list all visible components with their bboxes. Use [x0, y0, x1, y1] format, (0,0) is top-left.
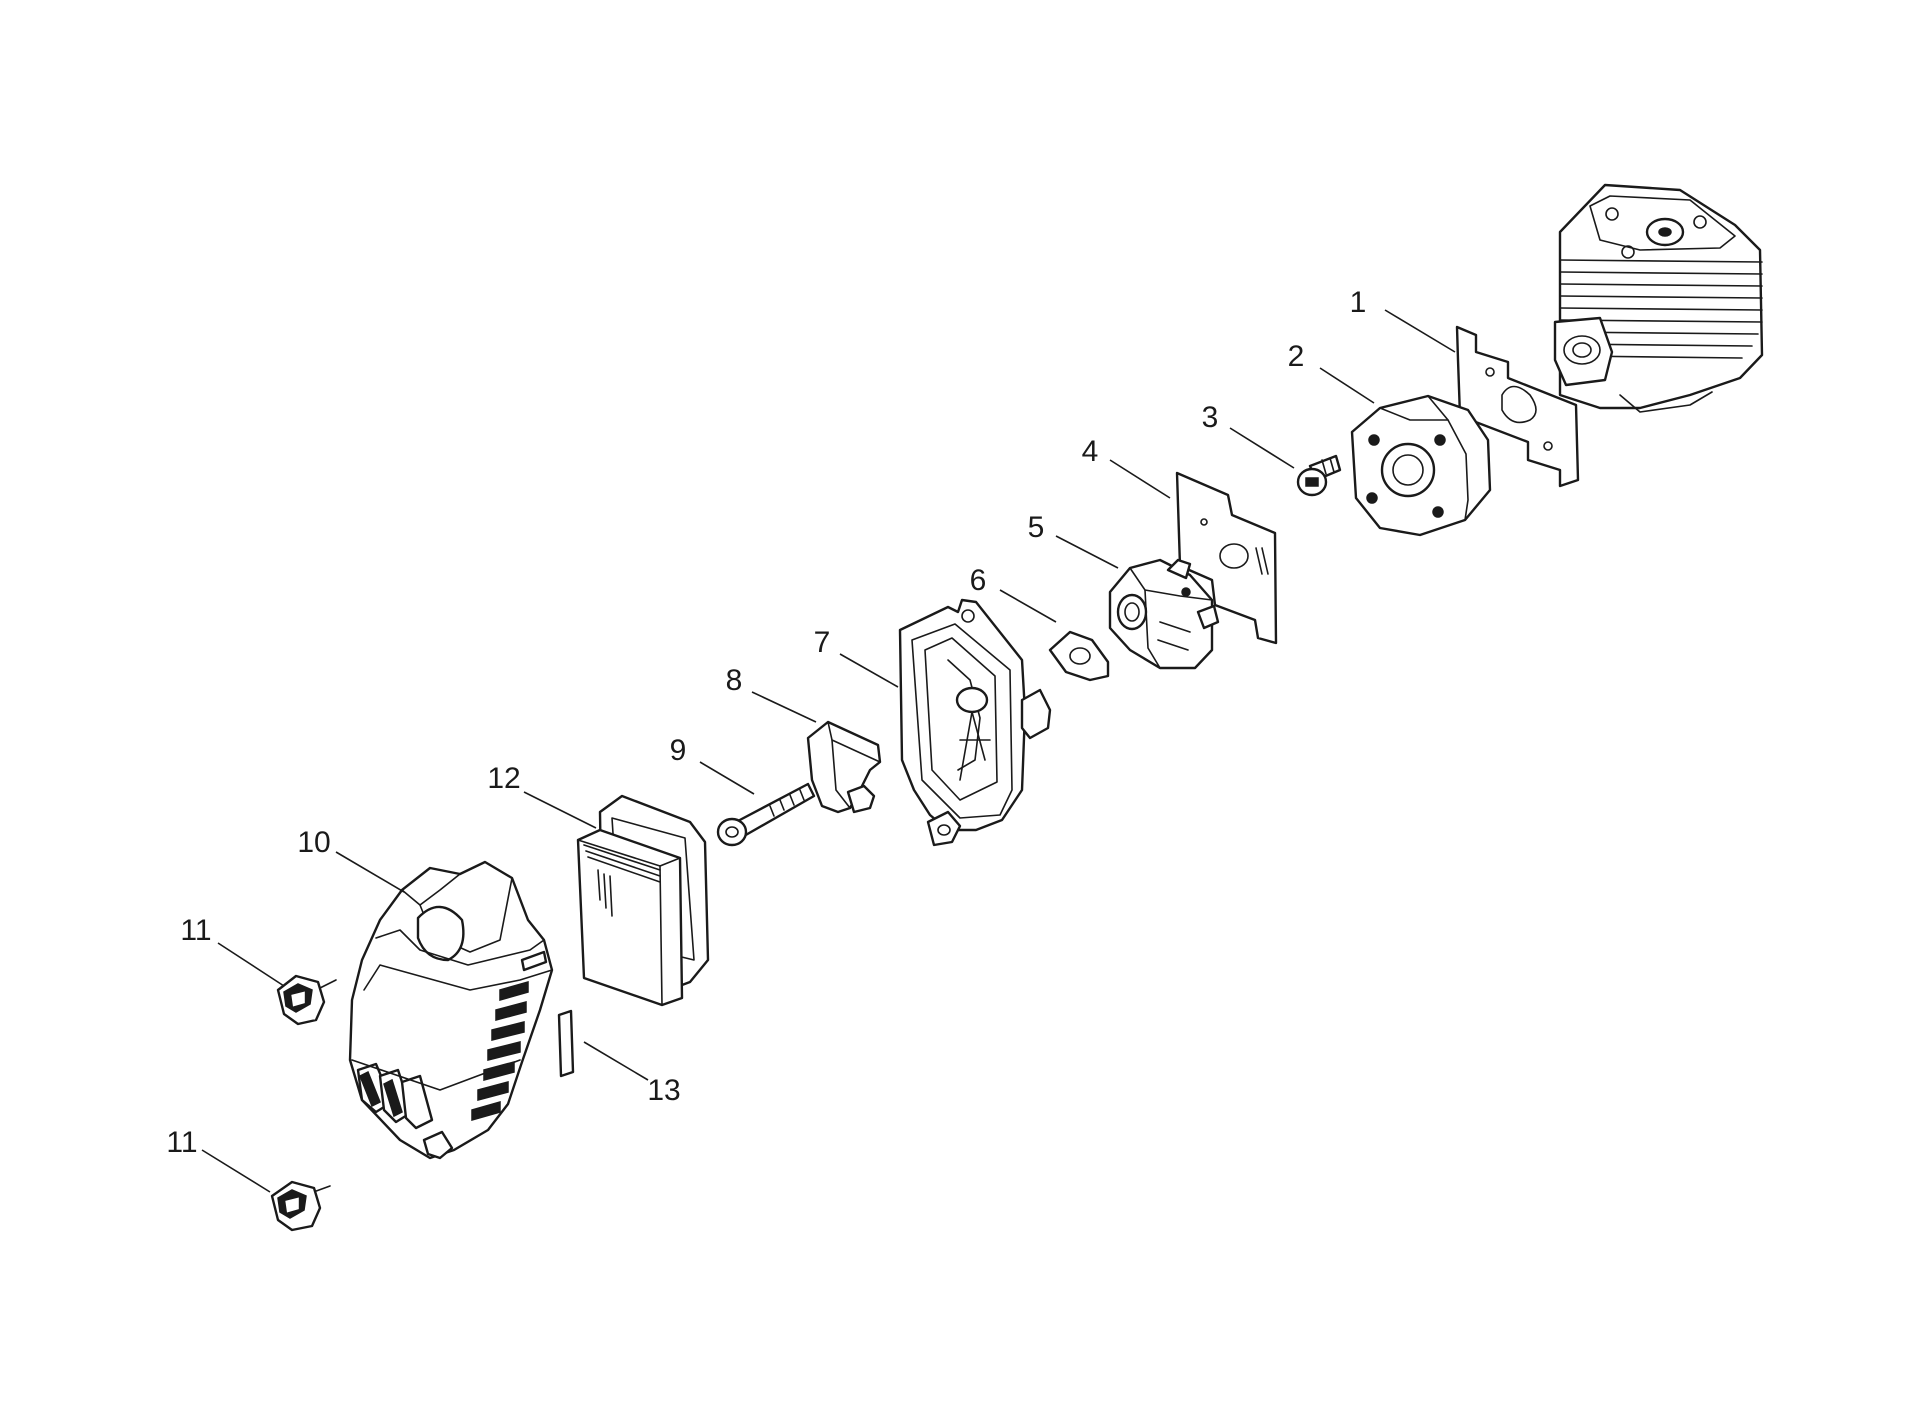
- leader-3: [1229, 427, 1295, 469]
- leader-6: [999, 589, 1057, 623]
- carburetor-part: [1108, 558, 1220, 670]
- callout-3: 3: [1202, 401, 1219, 434]
- leader-4: [1055, 535, 1119, 569]
- callout-2: 1: [1350, 286, 1367, 319]
- callout-1: 2: [1288, 340, 1305, 373]
- intake-manifold-part: [1350, 394, 1492, 537]
- leader-5: [1109, 459, 1171, 499]
- knob-part-upper: [276, 974, 337, 1026]
- callout-4: 5: [1028, 511, 1045, 544]
- knob-part-lower: [270, 1180, 331, 1232]
- callout-11-lower: 11: [166, 1126, 197, 1159]
- leader-1: [1319, 367, 1375, 404]
- leader-10: [335, 851, 405, 893]
- callout-9: 9: [670, 734, 687, 767]
- callout-12: 12: [487, 762, 520, 795]
- carburetor-plate-part: [1175, 471, 1278, 645]
- leader-11b: [201, 1149, 271, 1193]
- callout-5: 4: [1082, 435, 1099, 468]
- callout-13: 13: [647, 1074, 680, 1107]
- cylinder-part: [1553, 183, 1764, 413]
- callout-7: 7: [814, 626, 831, 659]
- leader-lines: [201, 309, 1456, 1193]
- leader-12: [523, 791, 597, 829]
- callout-6: 6: [970, 564, 987, 597]
- leader-9: [699, 761, 755, 795]
- air-filter-part: [576, 794, 710, 1007]
- filter-base-part: [898, 598, 1052, 847]
- leader-13: [583, 1041, 649, 1081]
- callout-11-upper: 11: [180, 914, 211, 947]
- callout-labels: 1 2 3 4 5 6 7 8 9 12 10 11 11 13: [166, 286, 1366, 1159]
- leader-8: [751, 691, 817, 723]
- filter-cover-part: [348, 860, 554, 1160]
- bolt-part: [716, 782, 816, 847]
- leader-2: [1384, 309, 1456, 353]
- small-gasket-part: [1048, 630, 1110, 682]
- screw-part-3: [1296, 454, 1342, 497]
- label-strip-part: [557, 1009, 575, 1078]
- callout-10: 10: [297, 826, 330, 859]
- leader-7: [839, 653, 899, 688]
- bracket-part: [806, 720, 882, 814]
- callout-8: 8: [726, 664, 743, 697]
- leader-11a: [217, 942, 285, 987]
